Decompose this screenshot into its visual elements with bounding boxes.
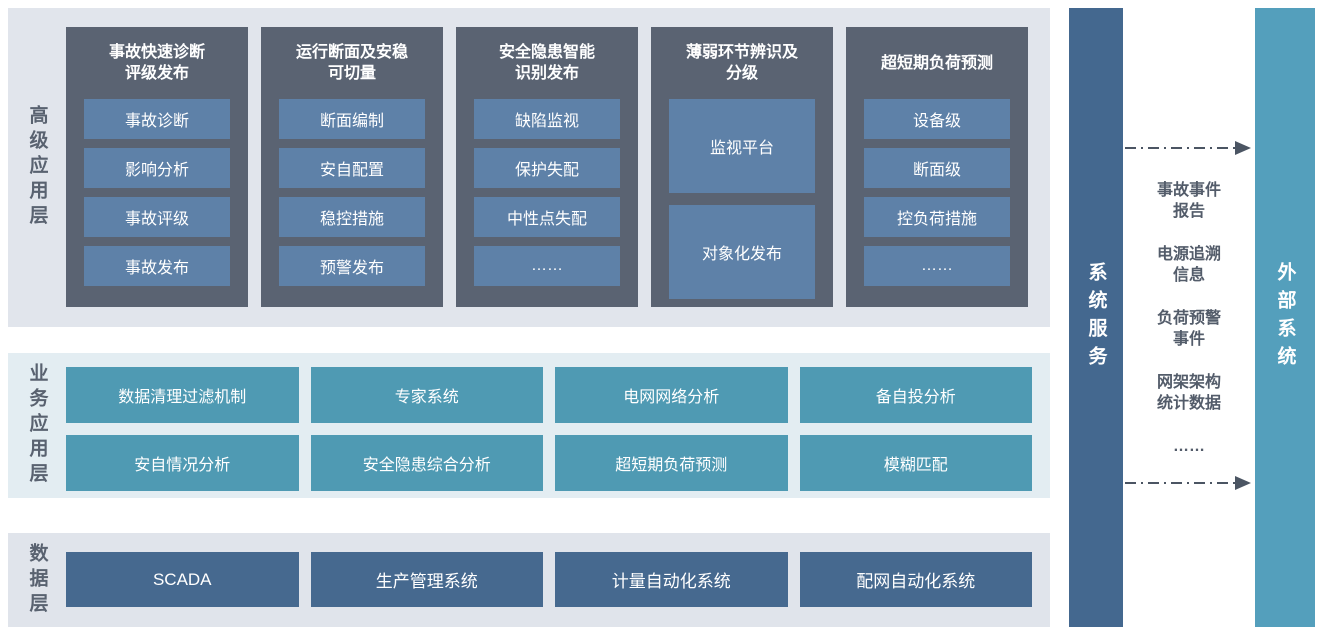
layer-label-data-text: 数据层 [26, 542, 48, 618]
app-column-hidden-danger: 安全隐患智能 识别发布 缺陷监视 保护失配 中性点失配 …… [456, 27, 638, 307]
column-item: 缺陷监视 [474, 99, 620, 139]
column-header: 超短期负荷预测 [880, 54, 993, 72]
column-item: 监视平台 [669, 99, 815, 193]
column-item: 预警发布 [279, 246, 425, 286]
layer-data: 数据层 SCADA 生产管理系统 计量自动化系统 配网自动化系统 [8, 533, 1050, 627]
exchange-item: 电源追溯 信息 [1156, 246, 1221, 284]
column-item: …… [864, 246, 1010, 286]
layer-label-data: 数据层 [8, 533, 66, 627]
column-items: 设备级 断面级 控负荷措施 …… [864, 99, 1010, 286]
data-box: 生产管理系统 [310, 552, 543, 607]
column-item: 事故诊断 [84, 99, 230, 139]
app-column-accident-diagnosis: 事故快速诊断 评级发布 事故诊断 影响分析 事故评级 事故发布 [66, 27, 248, 307]
business-box: 安全隐患综合分析 [310, 435, 543, 491]
dashdot-arrow-right-icon [1125, 476, 1251, 490]
dashdot-arrow-right-icon [1125, 141, 1251, 155]
business-grid: 数据清理过滤机制 专家系统 电网网络分析 备自投分析 安自情况分析 安全隐患综合… [66, 367, 1032, 491]
column-item: 事故发布 [84, 246, 230, 286]
business-box: 备自投分析 [799, 367, 1032, 423]
column-items: 断面编制 安自配置 稳控措施 预警发布 [279, 99, 425, 286]
column-item: 中性点失配 [474, 197, 620, 237]
column-item: 对象化发布 [669, 205, 815, 299]
system-service-label: 系统服务 [1085, 261, 1107, 374]
column-item: 影响分析 [84, 148, 230, 188]
app-column-load-forecast: 超短期负荷预测 设备级 断面级 控负荷措施 …… [846, 27, 1028, 307]
column-item: 安自配置 [279, 148, 425, 188]
exchange-item: 事故事件 报告 [1156, 182, 1221, 220]
data-box: 计量自动化系统 [555, 552, 788, 607]
exchange-item: 负荷预警 事件 [1156, 310, 1221, 348]
layer-label-advanced: 高级应用层 [8, 8, 66, 327]
system-service-bar: 系统服务 [1069, 8, 1123, 627]
column-items: 监视平台 对象化发布 [669, 99, 815, 299]
layer-advanced-applications: 高级应用层 事故快速诊断 评级发布 事故诊断 影响分析 事故评级 事故发布 运行… [8, 8, 1050, 327]
business-box: 超短期负荷预测 [555, 435, 788, 491]
column-item: 稳控措施 [279, 197, 425, 237]
business-box: 数据清理过滤机制 [66, 367, 299, 423]
business-box: 电网网络分析 [555, 367, 788, 423]
advanced-columns: 事故快速诊断 评级发布 事故诊断 影响分析 事故评级 事故发布 运行断面及安稳 … [66, 27, 1028, 307]
exchange-item: 网架架构 统计数据 [1156, 374, 1221, 412]
layer-label-business: 业务应用层 [8, 353, 66, 498]
app-column-operation-section: 运行断面及安稳 可切量 断面编制 安自配置 稳控措施 预警发布 [261, 27, 443, 307]
column-items: 事故诊断 影响分析 事故评级 事故发布 [84, 99, 230, 286]
business-box: 专家系统 [310, 367, 543, 423]
layer-label-advanced-text: 高级应用层 [26, 105, 48, 230]
external-system-label: 外部系统 [1274, 261, 1296, 374]
column-item: …… [474, 246, 620, 286]
exchange-list: 事故事件 报告 电源追溯 信息 负荷预警 事件 网架架构 统计数据 …… [1123, 180, 1255, 457]
business-box: 安自情况分析 [66, 435, 299, 491]
column-header: 运行断面及安稳 可切量 [295, 44, 408, 82]
data-grid: SCADA 生产管理系统 计量自动化系统 配网自动化系统 [66, 552, 1032, 607]
column-header: 薄弱环节辨识及 分级 [685, 44, 798, 82]
column-item: 保护失配 [474, 148, 620, 188]
column-header: 安全隐患智能 识别发布 [498, 44, 595, 82]
column-item: 控负荷措施 [864, 197, 1010, 237]
column-item: 设备级 [864, 99, 1010, 139]
layer-business-applications: 业务应用层 数据清理过滤机制 专家系统 电网网络分析 备自投分析 安自情况分析 … [8, 353, 1050, 498]
column-item: 断面级 [864, 148, 1010, 188]
exchange-ellipsis: …… [1173, 438, 1205, 455]
layer-label-business-text: 业务应用层 [26, 363, 48, 488]
column-item: 事故评级 [84, 197, 230, 237]
data-box: 配网自动化系统 [799, 552, 1032, 607]
column-header: 事故快速诊断 评级发布 [108, 44, 205, 82]
column-item: 断面编制 [279, 99, 425, 139]
exchange-zone: 事故事件 报告 电源追溯 信息 负荷预警 事件 网架架构 统计数据 …… [1123, 8, 1255, 627]
app-column-weak-link: 薄弱环节辨识及 分级 监视平台 对象化发布 [651, 27, 833, 307]
external-system-bar: 外部系统 [1255, 8, 1315, 627]
business-box: 模糊匹配 [799, 435, 1032, 491]
column-items: 缺陷监视 保护失配 中性点失配 …… [474, 99, 620, 286]
data-box: SCADA [66, 552, 299, 607]
